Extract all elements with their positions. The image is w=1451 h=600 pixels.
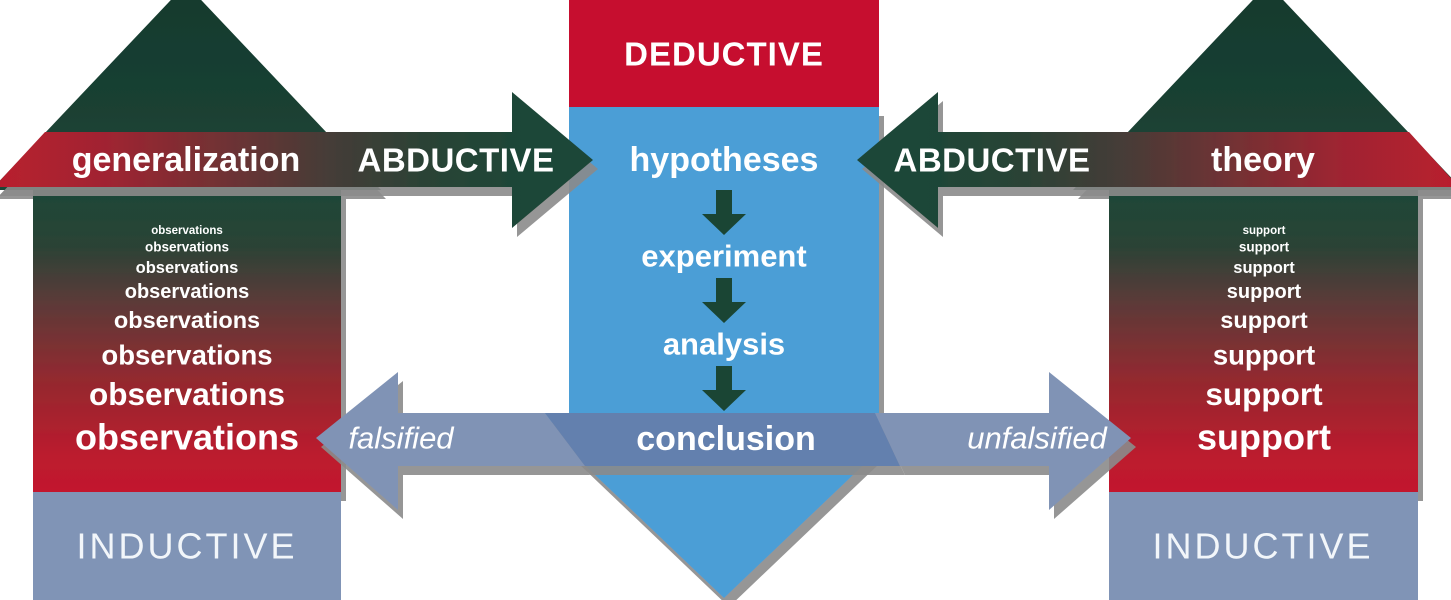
abductive-band: generalization ABDUCTIVE ABDUCTIVE theor… bbox=[0, 92, 1451, 228]
conclusion-band-shape bbox=[545, 413, 900, 466]
support-item: support bbox=[1227, 281, 1302, 303]
up-arrow-shape bbox=[1073, 0, 1451, 492]
unfalsified-arrow-shape bbox=[875, 372, 1131, 510]
support-item: support bbox=[1233, 259, 1295, 277]
observations-item: observations bbox=[89, 376, 285, 412]
support-item: support bbox=[1220, 307, 1308, 333]
support-item: support bbox=[1243, 225, 1286, 237]
deductive-header-box bbox=[569, 0, 879, 107]
abductive-left-arrow-shape bbox=[857, 92, 1451, 228]
inductive-label-left: INDUCTIVE bbox=[76, 526, 297, 567]
step-hypotheses: hypotheses bbox=[630, 141, 819, 179]
outcome-arrows bbox=[316, 372, 1131, 510]
observations-item: observations bbox=[101, 340, 272, 371]
down-arrow-shape bbox=[530, 107, 918, 598]
support-item: support bbox=[1205, 376, 1323, 412]
inductive-box-left bbox=[33, 492, 341, 600]
conclusion-label: conclusion bbox=[636, 420, 815, 458]
unfalsified-label: unfalsified bbox=[967, 421, 1108, 456]
down-arrow-icon bbox=[702, 190, 746, 235]
left-inductive-column: observations observations observations o… bbox=[0, 0, 381, 600]
inductive-label-right: INDUCTIVE bbox=[1152, 526, 1373, 567]
deductive-label: DEDUCTIVE bbox=[624, 36, 824, 73]
abductive-label-left: ABDUCTIVE bbox=[357, 142, 554, 179]
right-inductive-column: support support support support support … bbox=[1073, 0, 1451, 600]
observations-item: observations bbox=[75, 417, 299, 458]
generalization-label: generalization bbox=[72, 141, 301, 179]
observations-item: observations bbox=[114, 307, 260, 333]
support-item: support bbox=[1239, 240, 1290, 255]
step-analysis: analysis bbox=[663, 327, 785, 362]
observations-item: observations bbox=[125, 281, 249, 303]
step-experiment: experiment bbox=[641, 239, 806, 274]
inductive-box-right bbox=[1109, 492, 1418, 600]
falsified-arrow-shape bbox=[316, 372, 585, 510]
observations-item: observations bbox=[151, 225, 223, 237]
up-arrow-shape bbox=[0, 0, 381, 492]
center-deductive-column: DEDUCTIVE hypotheses experiment analysis bbox=[530, 0, 918, 598]
theory-label: theory bbox=[1211, 141, 1315, 179]
abductive-label-right: ABDUCTIVE bbox=[893, 142, 1090, 179]
down-arrow-icon bbox=[702, 366, 746, 411]
abductive-right-arrow-shape bbox=[0, 92, 593, 228]
observations-item: observations bbox=[145, 240, 229, 255]
support-item: support bbox=[1197, 417, 1331, 458]
observations-item: observations bbox=[136, 259, 239, 277]
falsified-label: falsified bbox=[348, 421, 455, 456]
down-arrow-icon bbox=[702, 278, 746, 323]
support-item: support bbox=[1213, 340, 1315, 371]
